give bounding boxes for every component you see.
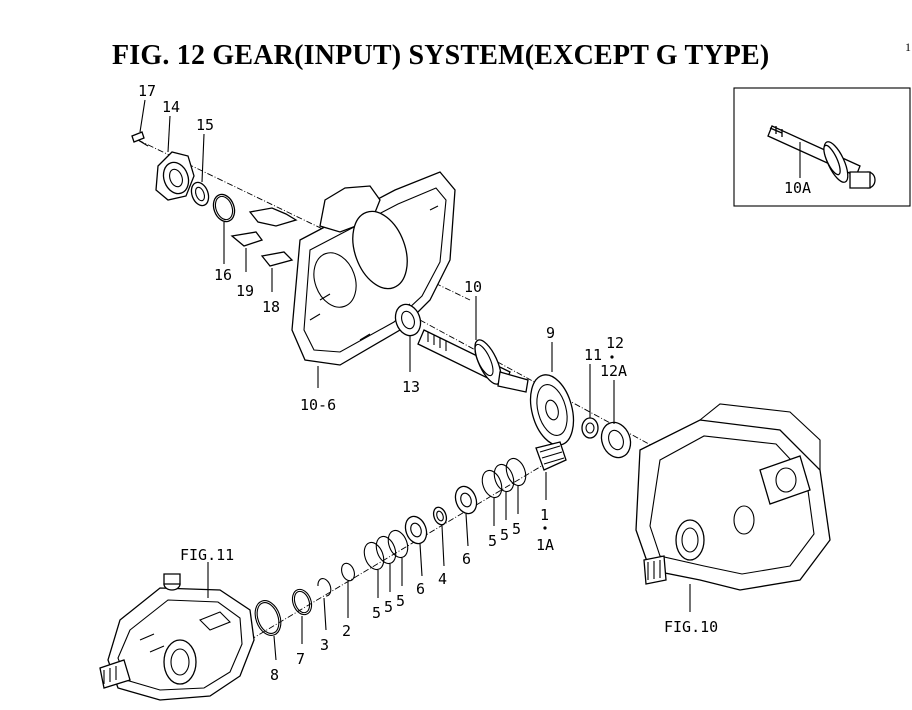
callout-fig11: FIG.11 bbox=[180, 546, 234, 564]
callout-1A: 1A bbox=[536, 536, 554, 554]
callout-13: 13 bbox=[402, 378, 420, 396]
callout-1: 1 bbox=[540, 506, 549, 524]
callout-8: 8 bbox=[270, 666, 279, 684]
input-shaft-10 bbox=[417, 329, 529, 393]
bearing-6-upper bbox=[454, 485, 478, 515]
transmission-assembly-fig11 bbox=[99, 573, 255, 701]
callout-4: 4 bbox=[438, 570, 447, 588]
callout-5-d: 5 bbox=[372, 604, 381, 622]
o-ring-16 bbox=[212, 193, 236, 223]
snap-ring-2 bbox=[341, 562, 355, 582]
shims-18-19 bbox=[230, 207, 298, 267]
callout-19: 19 bbox=[236, 282, 254, 300]
callout-3: 3 bbox=[320, 636, 329, 654]
callout-2: 2 bbox=[342, 622, 351, 640]
callout-5-a: 5 bbox=[488, 532, 497, 550]
inset-frame bbox=[733, 87, 911, 207]
callout-11: 11 bbox=[584, 346, 602, 364]
callout-10A: 10A bbox=[784, 179, 811, 197]
oil-seal-15 bbox=[190, 181, 210, 207]
housing-cover-10-6 bbox=[291, 171, 456, 366]
page-number: 1 bbox=[905, 40, 911, 54]
shims-5-lower bbox=[363, 529, 409, 571]
callout-18: 18 bbox=[262, 298, 280, 316]
figure-title: FIG. 12 GEAR(INPUT) SYSTEM(EXCEPT G TYPE… bbox=[112, 40, 770, 71]
callout-15: 15 bbox=[196, 116, 214, 134]
ring-7 bbox=[291, 588, 313, 616]
o-ring-8 bbox=[254, 600, 282, 636]
callout-5-e: 5 bbox=[384, 598, 393, 616]
main-case-fig10 bbox=[635, 403, 831, 591]
callout-16: 16 bbox=[214, 266, 232, 284]
callout-14: 14 bbox=[162, 98, 180, 116]
spacer-4 bbox=[432, 506, 448, 526]
callout-7: 7 bbox=[296, 650, 305, 668]
callout-12A: 12A bbox=[600, 362, 627, 380]
callout-9: 9 bbox=[546, 324, 555, 342]
snap-ring-3 bbox=[317, 578, 332, 597]
callout-17: 17 bbox=[138, 82, 156, 100]
bearing-13 bbox=[394, 303, 422, 337]
callout-10: 10 bbox=[464, 278, 482, 296]
callout-fig10: FIG.10 bbox=[664, 618, 718, 636]
inset-10A: 10A bbox=[733, 87, 911, 207]
callout-5-c: 5 bbox=[512, 520, 521, 538]
shaft-10A bbox=[767, 125, 876, 189]
shims-5-upper bbox=[481, 457, 527, 499]
callout-5-f: 5 bbox=[396, 592, 405, 610]
bearing-12 bbox=[600, 421, 632, 459]
bevel-gear-9 bbox=[529, 374, 575, 446]
callout-6-b: 6 bbox=[416, 580, 425, 598]
collar-11 bbox=[581, 417, 599, 439]
bolt-17 bbox=[131, 131, 149, 147]
bearing-6-lower bbox=[404, 515, 428, 545]
callout-10-6: 10-6 bbox=[300, 396, 336, 414]
cover-14 bbox=[155, 151, 195, 201]
callout-5-b: 5 bbox=[500, 526, 509, 544]
pinion-1 bbox=[535, 441, 567, 471]
callout-6-a: 6 bbox=[462, 550, 471, 568]
callout-12: 12 bbox=[606, 334, 624, 352]
